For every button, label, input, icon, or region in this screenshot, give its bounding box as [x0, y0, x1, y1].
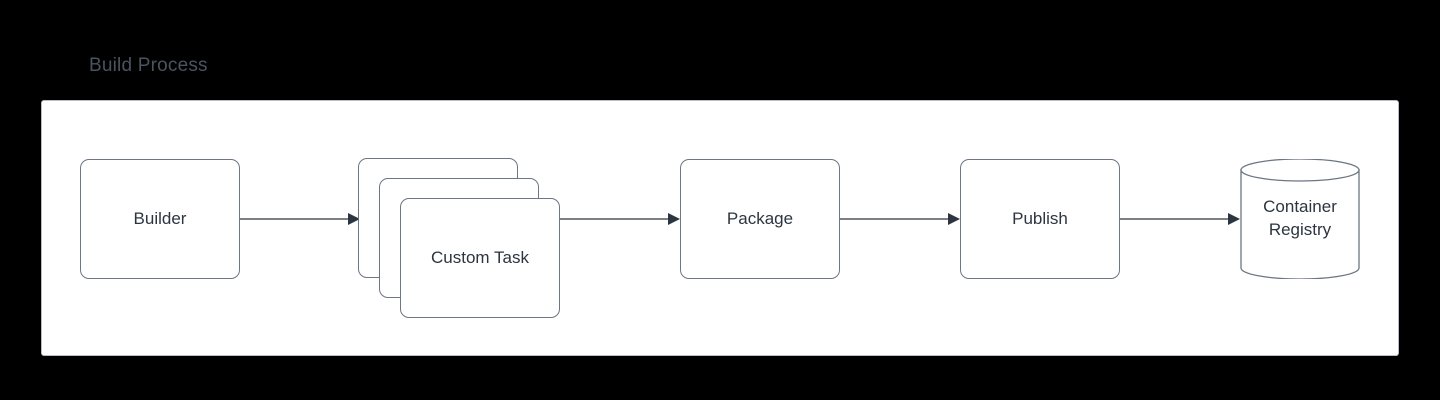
node-package-label: Package — [726, 208, 794, 228]
page-title: Build Process — [89, 55, 208, 76]
database-cylinder-icon — [1240, 159, 1360, 279]
node-container-registry[interactable]: Container Registry — [1240, 159, 1360, 279]
node-builder-label: Builder — [133, 208, 187, 228]
node-publish-label: Publish — [1012, 208, 1068, 228]
node-custom-task-front[interactable]: Custom Task — [400, 198, 560, 318]
node-package[interactable]: Package — [680, 159, 840, 279]
node-custom-task-stack[interactable]: Custom Task Custom Task Custom Task — [358, 158, 560, 318]
node-builder[interactable]: Builder — [80, 159, 240, 279]
node-publish[interactable]: Publish — [960, 159, 1120, 279]
node-custom-task-label: Custom Task — [431, 248, 529, 267]
